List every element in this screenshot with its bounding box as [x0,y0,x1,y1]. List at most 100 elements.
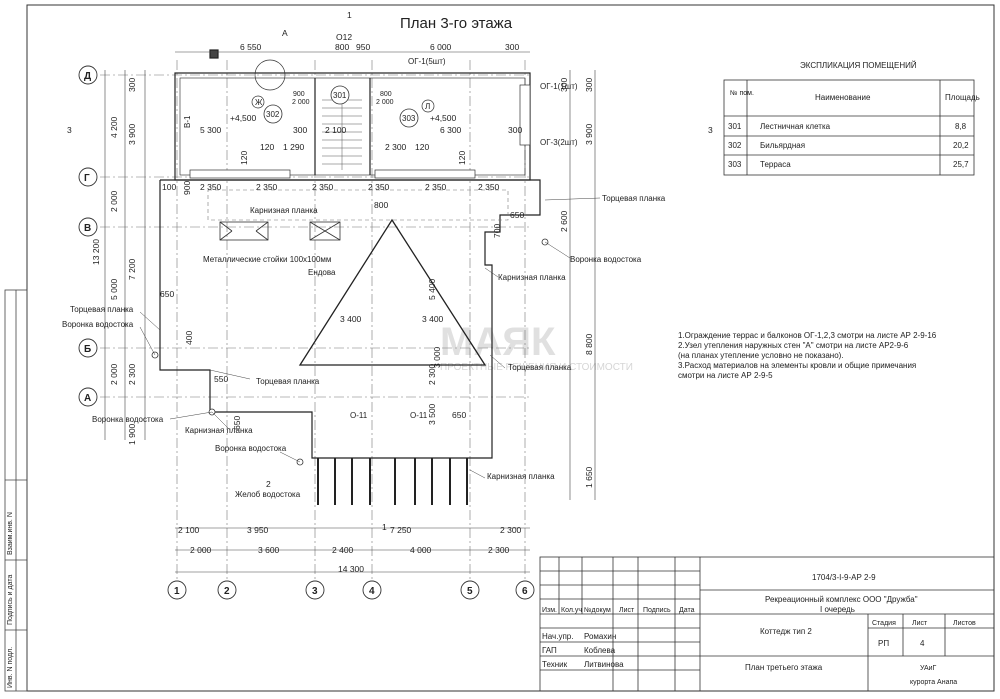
stamp-code: 1704/3-I-9-АР 2-9 [812,573,876,582]
stamp-stage-header: Стадия [872,620,896,627]
axis-v: В [84,223,91,234]
label-og1-1: ОГ-1(1шт) [540,82,578,91]
dim-left-10: 13 200 [91,239,101,265]
dim-in-28: 5 300 [200,125,222,135]
dim-in-30: 6 300 [440,125,462,135]
dim-in-27: 2 300 [385,142,407,152]
note-3: (на планах утепление условно не показано… [678,351,844,360]
dim-in-20: 100 [162,182,176,192]
dim-bot1-3: 7 250 [390,525,412,535]
dim-in-15: 5 400 [427,278,437,300]
axis-3: 3 [312,586,318,597]
label-voronka-3: Воронка водостока [92,415,164,424]
label-zhelob: Желоб водостока [235,490,301,499]
section-mark-2: 2 [266,479,271,489]
watermark-sub: ПРОЕКТНЫЕ РЕШЕНИЯ И СТОИМОСТИ [440,362,633,373]
label-karniz-1: Карнизная планка [250,206,318,215]
upper-rooms-walls [174,49,531,181]
label-stoyki: Металлические стойки 100х100мм [203,255,331,264]
room-303-number: 303 [402,114,416,123]
dim-top-5: 300 [505,42,519,52]
section-mark-1-bottom: 1 [382,522,387,532]
skylights [219,221,341,241]
stamp-col-doc: №докум [584,607,611,614]
dim-in-25: 120 [457,151,467,165]
watermark: МАЯК [440,320,556,364]
dim-in-6: 800 [374,200,388,210]
dim-in-19: 650 [452,410,466,420]
stamp-col-kol: Кол.уч [561,607,582,614]
stamp-sheet-header: Лист [912,620,928,627]
plan-title: План 3-го этажа [400,15,513,32]
dim-bot1-1: 2 100 [178,525,200,535]
explication-title: ЭКСПЛИКАЦИЯ ПОМЕЩЕНИЙ [800,61,917,70]
room-301-circle [330,85,350,105]
row-axis-markers [78,65,98,407]
stamp-col-date: Дата [679,607,695,614]
stamp-stage-value: РП [878,639,889,648]
stamp-col-list: Лист [619,607,635,614]
dim-bottom-total: 14 300 [338,564,364,574]
explication-row-3-area: 25,7 [953,160,969,169]
dim-right-3: 2 600 [559,210,569,232]
axis-5: 5 [467,586,473,597]
room-303-letter: Л [425,102,430,111]
room-letter-circle [251,95,265,109]
dim-in-32: 300 [508,125,522,135]
label-tortsevaya-1: Торцевая планка [602,194,666,203]
dim-left-9: 1 900 [127,423,137,445]
label-karniz-3: Карнизная планка [185,426,253,435]
dim-in-7: 650 [510,210,524,220]
stamp-sheet-name: План третьего этажа [745,663,823,672]
dim-in-12: 650 [232,416,242,430]
pergola-posts [317,458,468,505]
dim-bot1-4: 2 300 [500,525,522,535]
stamp-col-sign: Подпись [643,607,671,614]
dim-top-3: 950 [356,42,370,52]
dim-top-2: 800 [335,42,349,52]
axis-2: 2 [224,586,230,597]
label-voronka-2: Воронка водостока [62,320,134,329]
dim-left-5: 7 200 [127,258,137,280]
dim-right-2: 3 900 [584,123,594,145]
dim-left-4: 2 000 [109,190,119,212]
label-o11-a: О-11 [350,411,368,420]
stamp-staff-3-role: Техник [542,660,568,669]
dim-in-36: 2 000 [292,99,310,106]
axis-g: Г [84,173,90,184]
label-voronka-1: Воронка водостока [570,255,642,264]
dim-in-9: 650 [160,289,174,299]
stamp-staff-2-role: ГАП [542,646,557,655]
dim-in-10: 400 [184,331,194,345]
dim-bot2-1: 2 000 [190,545,212,555]
stamp-object: Коттедж тип 2 [760,627,812,636]
col-axis-markers [167,580,535,600]
label-v1: В-1 [183,115,192,128]
dim-in-3: 2 350 [368,182,390,192]
stamp-col-izm: Изм. [542,607,557,614]
note-4: 3.Расход материалов на элементы кровли и… [678,361,916,370]
left-side-strip [4,289,28,692]
strip-text-1: Взаим.инв. N [7,512,14,555]
roof-triangle [298,218,487,366]
room-302-number: 302 [266,110,280,119]
dim-in-24: 120 [415,142,429,152]
explication-row-2-num: 302 [728,141,742,150]
explication-header-num: № пом. [730,90,754,97]
section-mark-1-top: 1 [347,10,352,20]
axis-a: А [84,393,91,404]
dim-left-2: 4 200 [109,116,119,138]
label-karniz-2: Карнизная планка [498,273,566,282]
dim-in-29: 2 100 [325,125,347,135]
explication-row-3-name: Терраса [760,160,791,169]
dim-left-6: 5 000 [109,278,119,300]
axis-b: Б [84,344,91,355]
explication-row-2-name: Бильярдная [760,141,805,150]
dim-top-o12: O12 [336,32,352,42]
strip-text-2: Подпись и дата [7,575,14,625]
dim-in-2: 2 350 [312,182,334,192]
explication-table-grid [723,79,975,176]
roof-inner-dashed [207,189,509,221]
